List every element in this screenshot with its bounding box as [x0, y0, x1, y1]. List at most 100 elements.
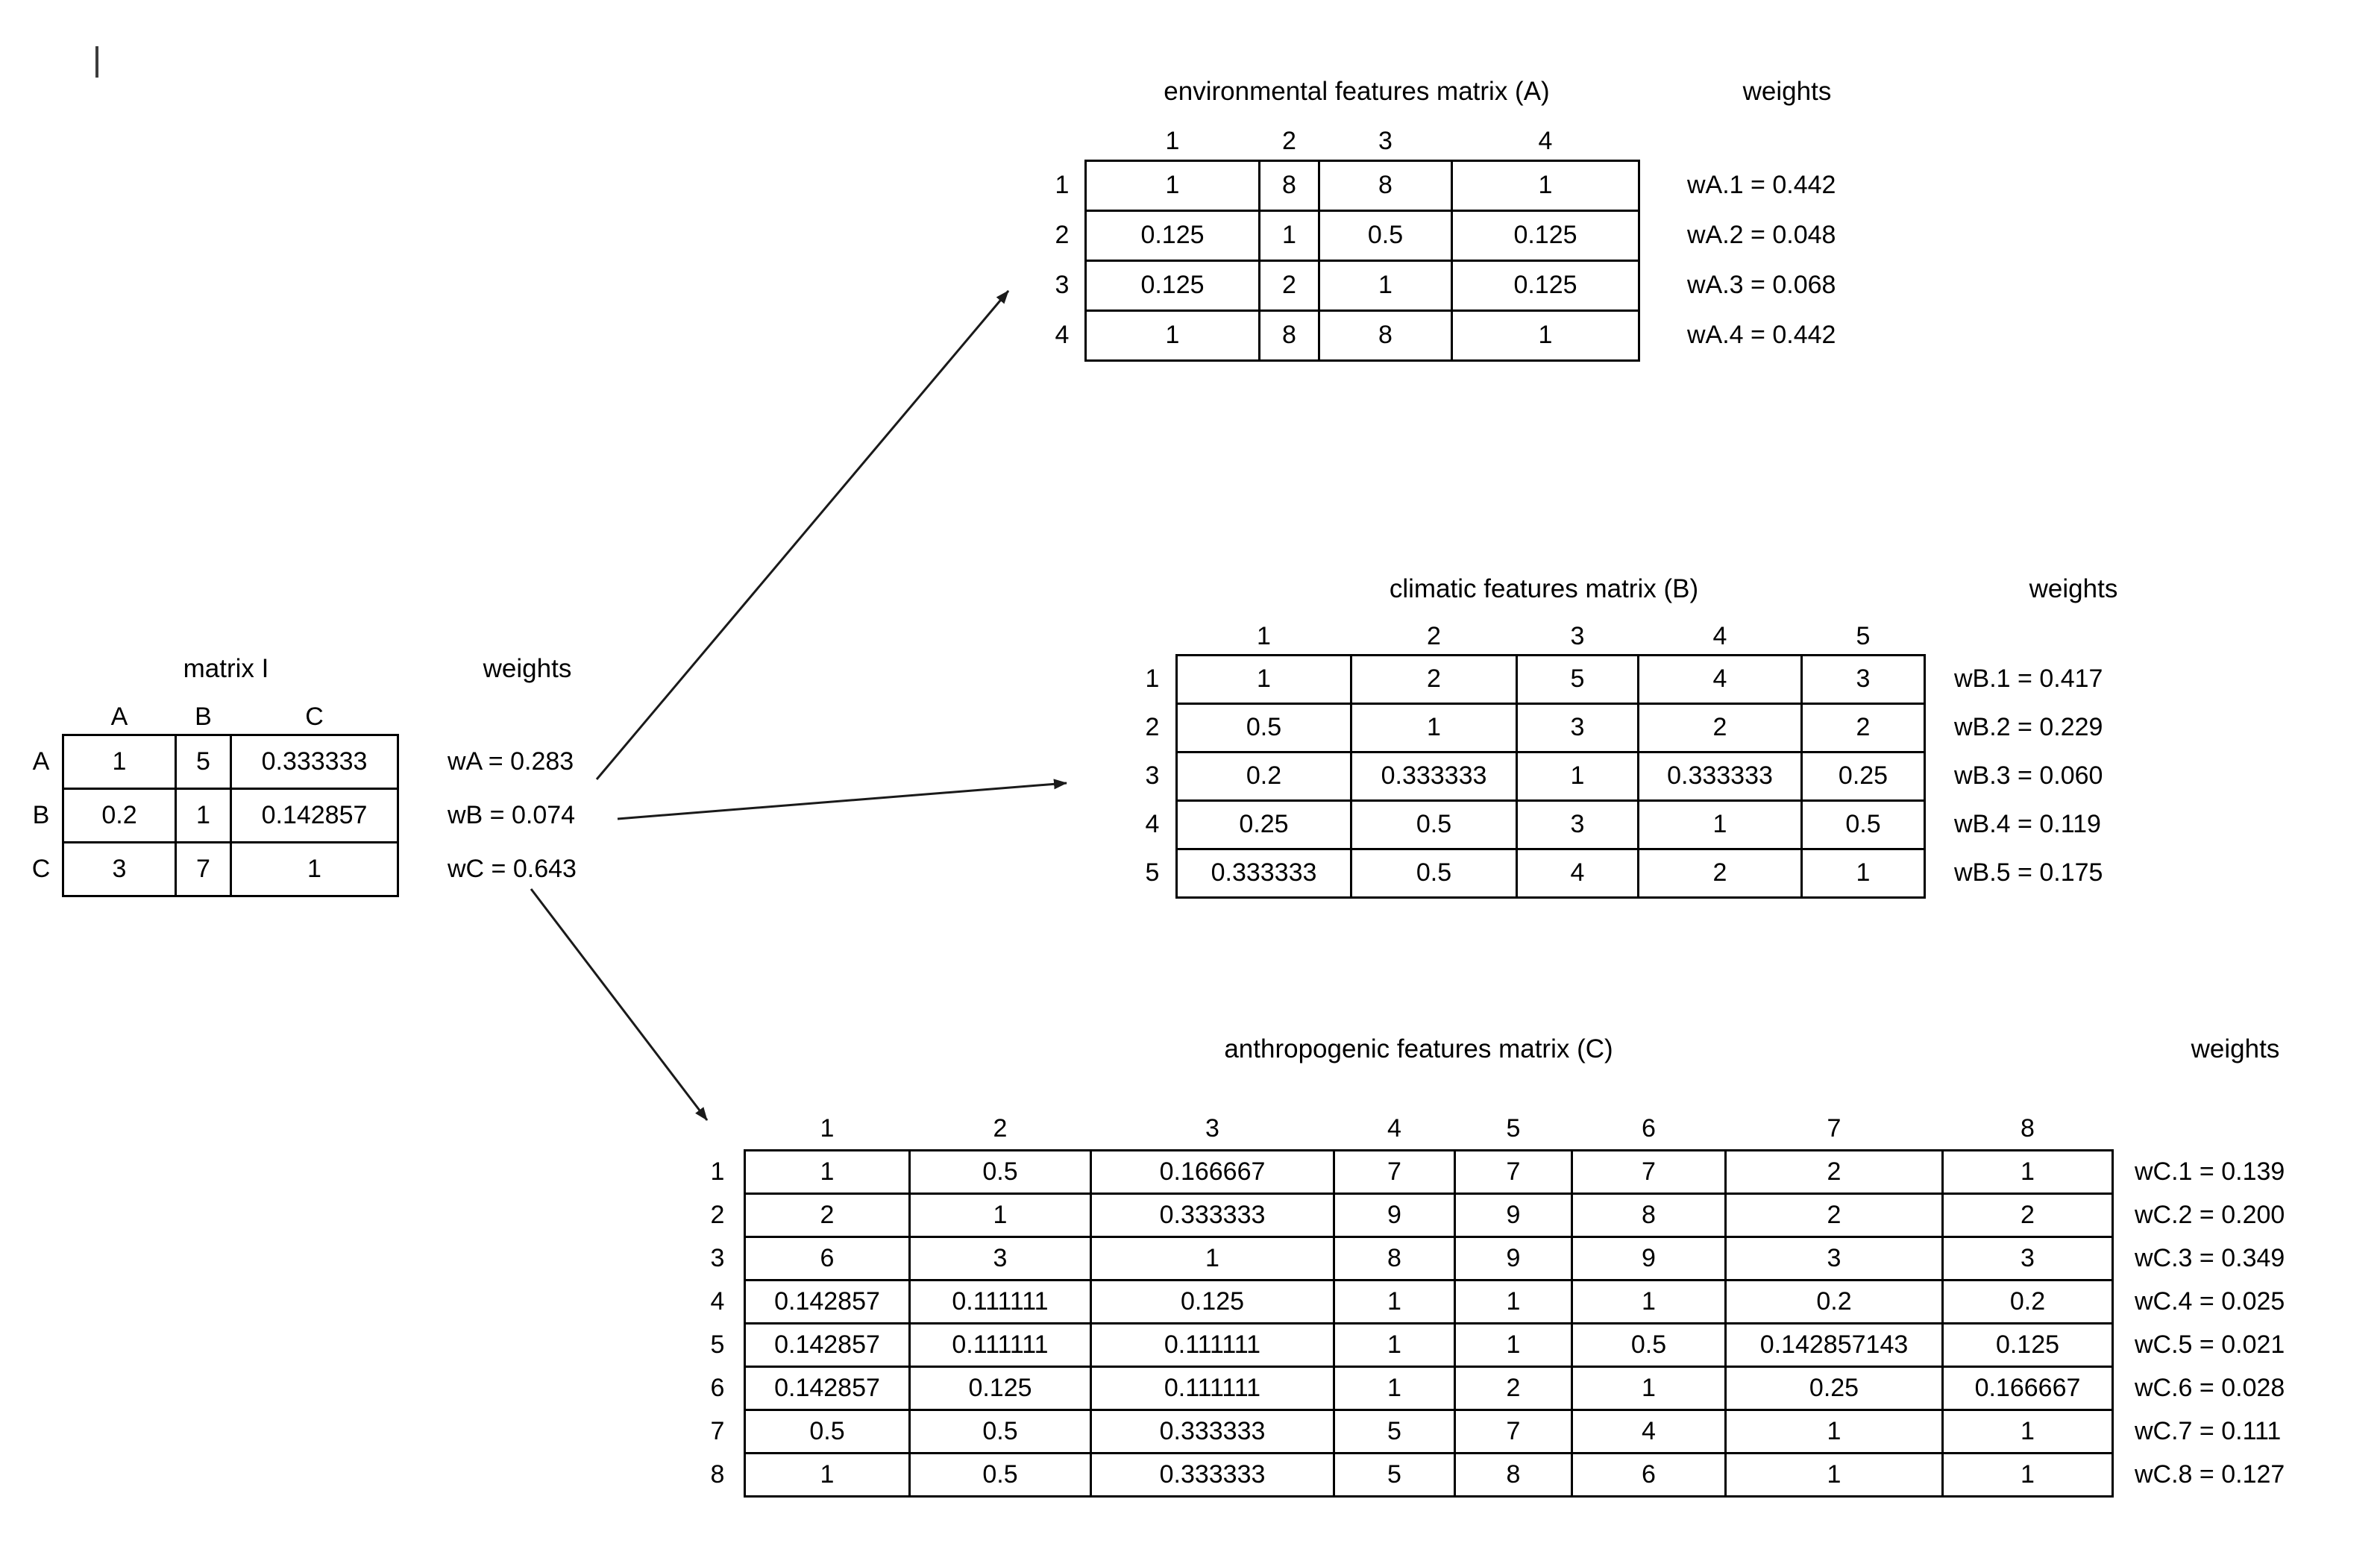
matrix-cell: 0.166667: [1090, 1148, 1335, 1195]
matrix-cell: 0.5: [908, 1148, 1092, 1195]
matrix-cell: 1: [1941, 1148, 2114, 1195]
matrix-cell: 1: [1333, 1322, 1456, 1368]
matrix-cell: 8: [1333, 1235, 1456, 1281]
matrix-cell: 0.5: [1350, 847, 1518, 899]
matrix-cell: 0.333333: [1175, 847, 1352, 899]
matrix-cell: 1: [175, 787, 232, 843]
matrix-cell: 3: [62, 840, 177, 897]
weight-line: wB.3 = 0.060: [1954, 761, 2103, 790]
matrix-cell: 0.125: [1084, 209, 1260, 262]
row-header: 3: [1055, 271, 1070, 299]
matrix-cell: 1: [1084, 159, 1260, 212]
col-header: 7: [1827, 1113, 1841, 1143]
row-header: 7: [710, 1416, 725, 1445]
col-header: 8: [2021, 1113, 2035, 1143]
col-header: 4: [1387, 1113, 1401, 1143]
matrix-cell: 0.111111: [1090, 1322, 1335, 1368]
matrix-cell: 0.2: [62, 787, 177, 843]
row-header: 2: [710, 1200, 725, 1229]
matrix-cell: 1: [744, 1148, 911, 1195]
matrix-cell: 2: [1941, 1192, 2114, 1238]
matrix-cell: 2: [1350, 653, 1518, 705]
matrix-cell: 1: [1941, 1408, 2114, 1454]
matrix-cell: 2: [1800, 702, 1926, 753]
matrix-cell: 2: [1454, 1365, 1573, 1411]
matrix-cell: 0.333333: [230, 733, 399, 790]
weight-line: wC.8 = 0.127: [2135, 1460, 2285, 1489]
matrix-cell: 1: [1800, 847, 1926, 899]
matrix-cell: 2: [1724, 1148, 1944, 1195]
matrix-cell: 9: [1454, 1192, 1573, 1238]
col-header: 3: [1205, 1113, 1219, 1143]
weight-line: wC.4 = 0.025: [2135, 1287, 2285, 1316]
matrix-cell: 1: [1571, 1278, 1727, 1325]
matrix-cell: 1: [1175, 653, 1352, 705]
matrix-cell: 5: [1516, 653, 1639, 705]
row-header: 5: [710, 1330, 725, 1359]
matrix-cell: 1: [1454, 1278, 1573, 1325]
matrix-cell: 1: [744, 1451, 911, 1498]
text-cursor[interactable]: [95, 46, 98, 78]
weight-line: wC.7 = 0.111: [2135, 1417, 2282, 1445]
matrix-cell: 5: [1333, 1451, 1456, 1498]
weight-line: wA.3 = 0.068: [1687, 271, 1836, 299]
row-header: 4: [1145, 810, 1160, 838]
matrix-cell: 1: [1350, 702, 1518, 753]
matrix-cell: 8: [1454, 1451, 1573, 1498]
col-header: 6: [1642, 1113, 1656, 1143]
corner-cell: [1040, 123, 1086, 160]
matrix-i-title: matrix I: [183, 654, 269, 683]
matrix-cell: 1: [230, 840, 399, 897]
weight-line: wC.5 = 0.021: [2135, 1330, 2285, 1359]
matrix-cell: 0.166667: [1941, 1365, 2114, 1411]
matrix-cell: 8: [1258, 159, 1320, 212]
matrix-cell: 0.333333: [1090, 1408, 1335, 1454]
matrix-cell: 2: [1637, 847, 1803, 899]
matrix-cell: 0.5: [744, 1408, 911, 1454]
col-header: 4: [1712, 621, 1727, 650]
matrix-cell: 8: [1258, 309, 1320, 362]
row-header: 6: [710, 1373, 725, 1402]
matrix-cell: 0.333333: [1637, 750, 1803, 802]
matrix-cell: 1: [1516, 750, 1639, 802]
matrix-cell: 0.5: [1175, 702, 1352, 753]
col-header: 4: [1538, 126, 1553, 155]
matrix-cell: 0.333333: [1350, 750, 1518, 802]
matrix-cell: 1: [1318, 259, 1453, 312]
matrix-cell: 0.333333: [1090, 1192, 1335, 1238]
matrix-cell: 0.25: [1175, 799, 1352, 850]
matrix-cell: 0.125: [1941, 1322, 2114, 1368]
row-header: C: [31, 854, 51, 883]
weight-line: wB.1 = 0.417: [1954, 664, 2103, 693]
matrix-cell: 0.142857143: [1724, 1322, 1944, 1368]
matrix-cell: 9: [1454, 1235, 1573, 1281]
matrix-cell: 4: [1516, 847, 1639, 899]
matrix-cell: 5: [175, 733, 232, 790]
matrix-cell: 0.125: [1451, 209, 1640, 262]
matrix-b-title: climatic features matrix (B): [1389, 574, 1699, 603]
matrix-c-title: anthropogenic features matrix (C): [1224, 1034, 1613, 1063]
weight-line: wC.2 = 0.200: [2135, 1201, 2285, 1229]
weight-line: wB.4 = 0.119: [1954, 810, 2101, 838]
matrix-cell: 1: [1258, 209, 1320, 262]
col-header: C: [305, 702, 324, 731]
matrix-cell: 1: [1724, 1408, 1944, 1454]
matrix-cell: 7: [1571, 1148, 1727, 1195]
col-header: 1: [820, 1113, 835, 1143]
matrix-cell: 8: [1318, 309, 1453, 362]
weight-line: wC = 0.643: [448, 855, 577, 883]
matrix-cell: 1: [1333, 1365, 1456, 1411]
matrix-cell: 0.5: [908, 1451, 1092, 1498]
matrix-cell: 2: [1724, 1192, 1944, 1238]
matrix-cell: 0.2: [1175, 750, 1352, 802]
matrix-cell: 1: [1451, 309, 1640, 362]
matrix-cell: 1: [1637, 799, 1803, 850]
matrix-cell: 3: [1800, 653, 1926, 705]
matrix-cell: 1: [1084, 309, 1260, 362]
matrix-cell: 0.142857: [744, 1322, 911, 1368]
matrix-cell: 7: [1454, 1408, 1573, 1454]
